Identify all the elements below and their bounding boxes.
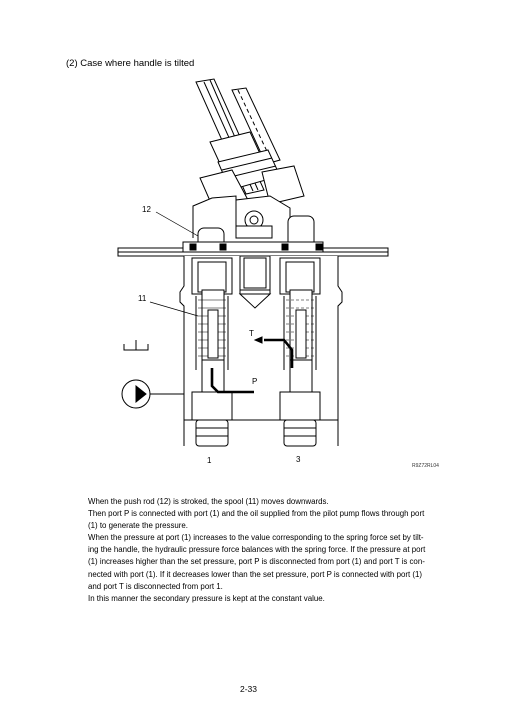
body-line: When the push rod (12) is stroked, the s…: [88, 497, 329, 506]
arrow-t: [253, 336, 263, 344]
body-line: (1) to generate the pressure.: [88, 521, 189, 531]
flow-path-t: [264, 338, 294, 368]
page-number: 2-33: [240, 684, 258, 694]
label-port-3: 3: [296, 455, 301, 464]
body-line: (1) increases higher than the set pressu…: [88, 557, 425, 567]
spool-right: [279, 257, 321, 447]
body-line: In this manner the secondary pressure is…: [88, 593, 325, 603]
flow-path-p: [210, 368, 254, 394]
body-text: When the push rod (12) is stroked, the s…: [88, 496, 454, 605]
body-line: and port T is disconnected from port 1.: [88, 581, 223, 591]
label-port-t: T: [249, 329, 254, 338]
body-line: nected with port (1). If it decreases lo…: [88, 569, 423, 579]
label-port-p: P: [252, 377, 258, 386]
label-port-1: 1: [207, 456, 212, 465]
handle-shaft: [195, 78, 305, 211]
body-line: When the pressure at port (1) increases …: [88, 533, 424, 543]
body-line: Then port P is connected with port (1) a…: [88, 509, 425, 519]
pump-symbol: [121, 379, 184, 409]
label-push-rod: 12: [142, 205, 151, 214]
spool-left: [191, 257, 233, 447]
label-spool: 11: [138, 294, 147, 303]
section-heading: (2) Case where handle is tilted: [66, 58, 195, 69]
center-plug: [238, 255, 272, 309]
figure-id: R9Z72RL04: [412, 463, 439, 469]
pilot-valve-diagram: [117, 78, 389, 447]
body-line: ing the handle, the hydraulic pressure f…: [88, 545, 426, 555]
